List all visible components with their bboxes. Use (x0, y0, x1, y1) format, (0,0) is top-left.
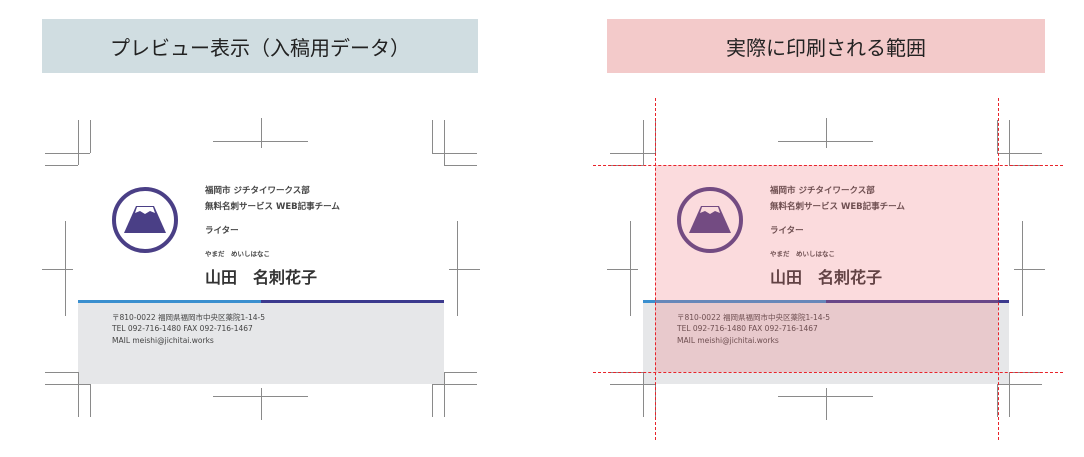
center-mark (65, 221, 66, 316)
crop-mark (997, 384, 1042, 385)
card-contact-area (643, 303, 1009, 384)
center-mark (42, 269, 73, 270)
center-mark (630, 221, 631, 316)
crop-mark (45, 153, 90, 154)
card-contact-area (78, 303, 444, 384)
center-mark (826, 118, 827, 148)
printed-area-header: 実際に印刷される範囲 (607, 19, 1045, 73)
trim-line-right (998, 98, 999, 440)
crop-mark (432, 384, 477, 385)
crop-mark (78, 372, 79, 417)
card-stripe-blue (643, 300, 826, 303)
furigana: やまだ めいしはなこ (770, 250, 835, 258)
crop-mark (432, 384, 433, 417)
crop-mark (432, 153, 477, 154)
center-mark (261, 388, 262, 420)
center-mark (778, 141, 873, 142)
crop-mark (1009, 372, 1010, 417)
team: 無料名刺サービス WEB記事チーム (205, 202, 340, 212)
crop-mark (610, 384, 655, 385)
preview-header: プレビュー表示（入稿用データ） (42, 19, 478, 73)
center-mark (1014, 269, 1045, 270)
crop-mark (643, 120, 644, 165)
crop-mark (45, 384, 90, 385)
person-name: 山田 名刺花子 (205, 268, 318, 287)
phone-fax: TEL 092-716-1480 FAX 092-716-1467 (677, 324, 818, 333)
email: MAIL meishi@jichitai.works (677, 336, 779, 345)
role: ライター (770, 226, 804, 236)
preview-panel: 福岡市 ジチタイワークス部 無料名刺サービス WEB記事チーム ライター やまだ… (0, 0, 540, 457)
crop-mark (78, 120, 79, 165)
card-stripe-navy (826, 300, 1009, 303)
crop-mark (45, 165, 78, 166)
center-mark (261, 118, 262, 148)
crop-mark (1009, 120, 1010, 165)
organization: 福岡市 ジチタイワークス部 (205, 186, 310, 196)
print-area-overlay (655, 165, 998, 372)
phone-fax: TEL 092-716-1480 FAX 092-716-1467 (112, 324, 253, 333)
crop-mark (610, 153, 655, 154)
crop-mark (90, 384, 91, 417)
trim-line-left (655, 98, 656, 440)
crop-mark (643, 372, 644, 417)
furigana: やまだ めいしはなこ (205, 250, 270, 258)
crop-mark (997, 120, 998, 153)
crop-mark (432, 120, 433, 153)
crop-mark (997, 384, 998, 417)
center-mark (778, 396, 873, 397)
team: 無料名刺サービス WEB記事チーム (770, 202, 905, 212)
address: 〒810-0022 福岡県福岡市中央区薬院1-14-5 (677, 313, 830, 322)
crop-mark (90, 120, 91, 153)
center-mark (826, 388, 827, 420)
crop-mark (45, 372, 78, 373)
center-mark (607, 269, 638, 270)
role: ライター (205, 226, 239, 236)
center-mark (1022, 221, 1023, 316)
crop-mark (444, 120, 445, 165)
trim-line-top (593, 165, 1063, 166)
center-mark (457, 221, 458, 316)
mount-fuji-logo-icon (677, 187, 743, 253)
center-mark (213, 396, 308, 397)
center-mark (213, 141, 308, 142)
card-stripe-navy (261, 300, 444, 303)
person-name: 山田 名刺花子 (770, 268, 883, 287)
email: MAIL meishi@jichitai.works (112, 336, 214, 345)
trim-line-bottom (593, 372, 1063, 373)
address: 〒810-0022 福岡県福岡市中央区薬院1-14-5 (112, 313, 265, 322)
crop-mark (997, 153, 1042, 154)
crop-mark (444, 372, 477, 373)
crop-mark (444, 372, 445, 417)
mount-fuji-logo-icon (112, 187, 178, 253)
organization: 福岡市 ジチタイワークス部 (770, 186, 875, 196)
printed-area-panel: 福岡市 ジチタイワークス部 無料名刺サービス WEB記事チーム ライター やまだ… (565, 0, 1084, 457)
card-stripe-blue (78, 300, 261, 303)
crop-mark (444, 165, 477, 166)
center-mark (449, 269, 480, 270)
